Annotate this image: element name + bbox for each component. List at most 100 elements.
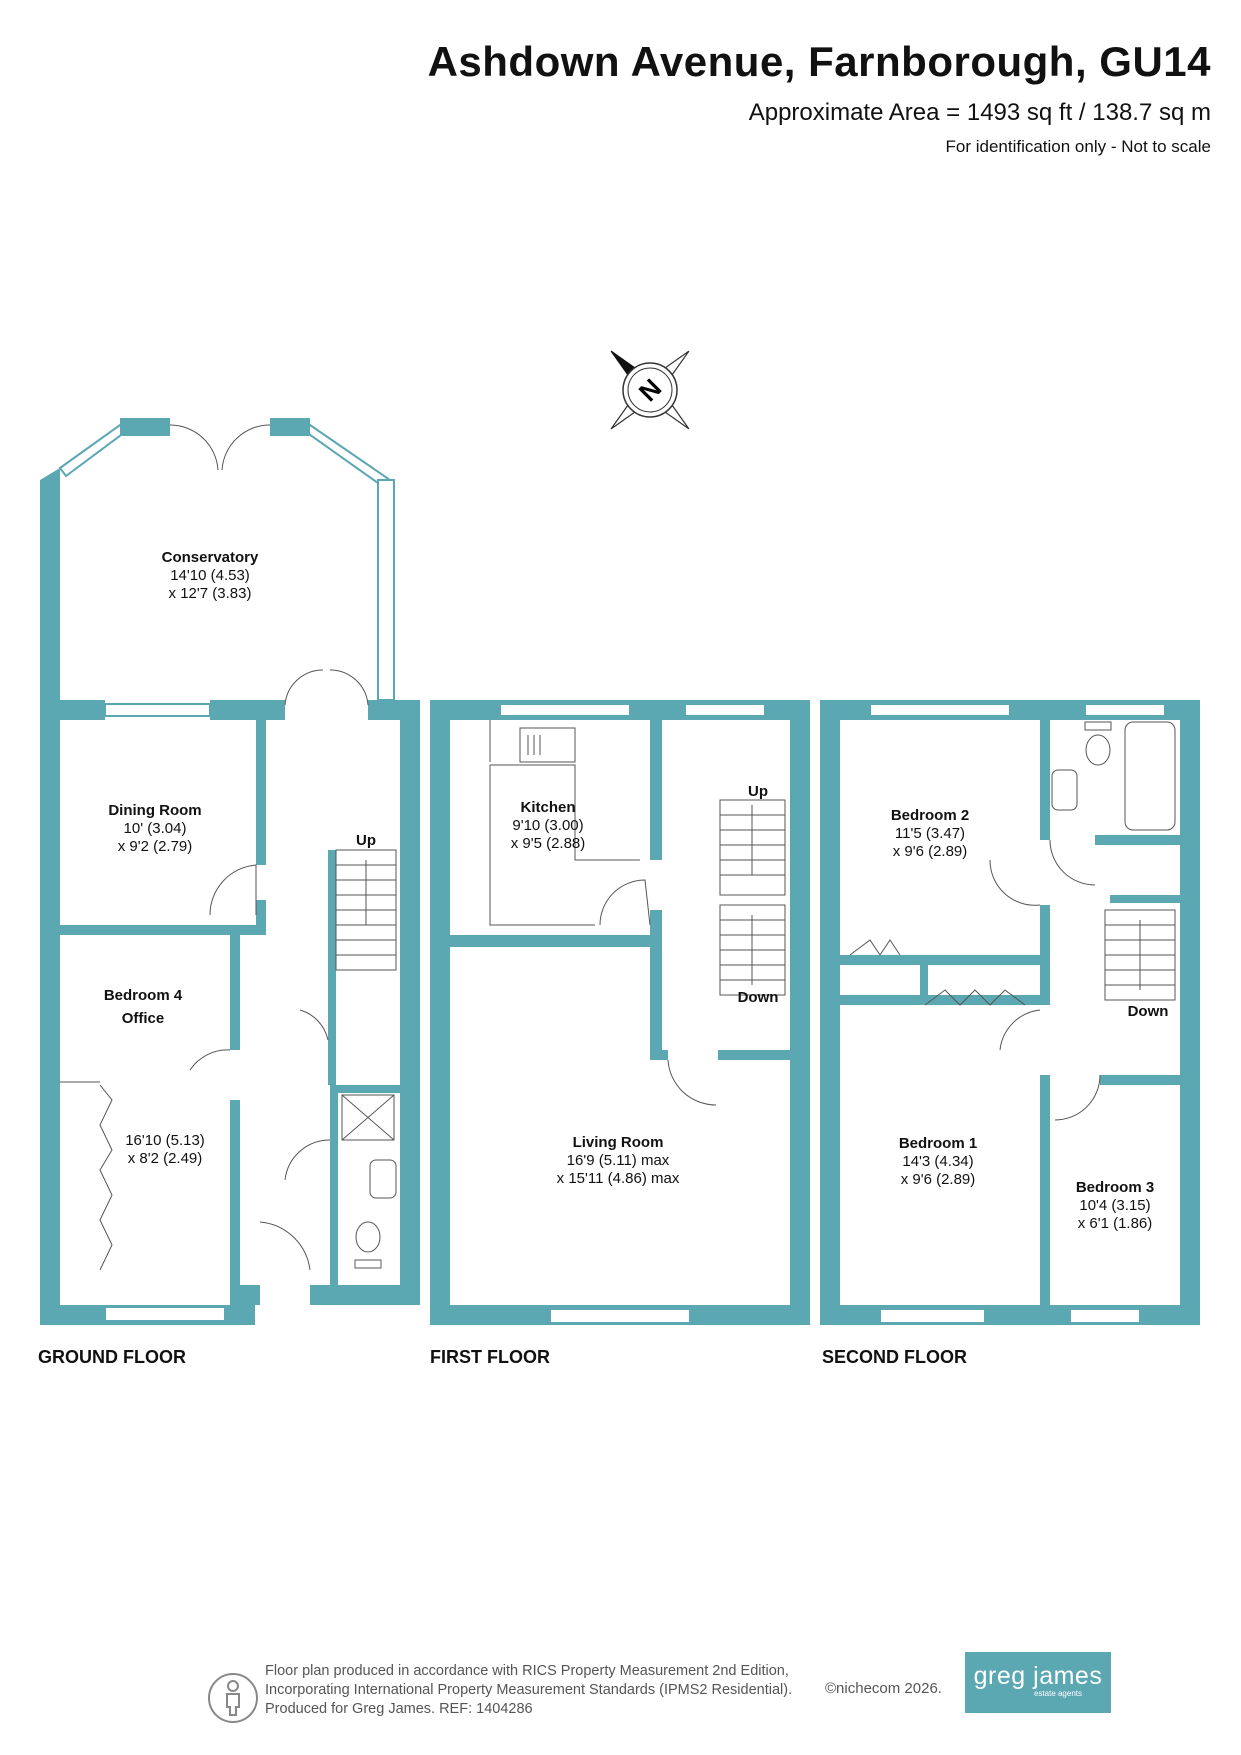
kitchen-right-wall — [650, 720, 662, 860]
room-dim2-conservatory: x 12'7 (3.83) — [169, 585, 252, 602]
landing-door-wall — [650, 1050, 668, 1060]
ground-floor-plan — [40, 418, 420, 1325]
landing-bottom-wall — [718, 1050, 790, 1060]
first-floor-fixtures — [489, 720, 786, 1106]
kitchen-window — [499, 703, 631, 717]
conservatory-left-wall — [40, 468, 60, 720]
wc-left-wall — [330, 1090, 338, 1290]
conservatory-glazing-right — [304, 423, 392, 490]
bathroom-door-swing — [1049, 839, 1096, 886]
bedroom2-door-swing — [989, 859, 1041, 906]
bathroom-basin — [1051, 769, 1078, 811]
living-window — [549, 1308, 691, 1324]
room-dim1-living: 16'9 (5.11) max — [567, 1152, 670, 1169]
wc-top-wall — [330, 1085, 400, 1093]
bedroom3-door-swing — [1054, 1074, 1101, 1121]
bedroom1-door-swing — [999, 1009, 1041, 1051]
footer-line-1: Floor plan produced in accordance with R… — [265, 1663, 789, 1679]
conservatory-back-wall-mid — [210, 700, 285, 720]
disclaimer-note: For identification only - Not to scale — [945, 137, 1211, 156]
room-dim1-dining: 10' (3.04) — [124, 820, 187, 837]
hall-double-door — [284, 669, 369, 706]
floor-label-second: SECOND FLOOR — [822, 1347, 968, 1367]
kitchen-sink-drainer — [527, 735, 541, 755]
dining-door-swing — [209, 864, 257, 916]
wc-toilet — [355, 1221, 381, 1253]
room-dim1-conservatory: 14'10 (4.53) — [170, 567, 250, 584]
conservatory-top-wall-left — [120, 418, 170, 436]
bathroom-toilet — [1085, 734, 1111, 766]
ground-right-wall — [400, 700, 420, 1305]
agent-logo-sub: estate agents — [1033, 1689, 1083, 1698]
dining-right-wall — [256, 720, 266, 865]
first-floor-plan — [430, 700, 810, 1325]
bedroom3-window — [1069, 1308, 1141, 1324]
room-dim2-bedroom2: x 9'6 (2.89) — [893, 843, 968, 860]
bathroom-left-wall — [1040, 720, 1050, 840]
room-dim2-bedroom4: x 8'2 (2.49) — [128, 1150, 203, 1167]
bedroom4-right-wall-top — [230, 935, 240, 1050]
landing-window — [684, 703, 766, 717]
room-name-bedroom3: Bedroom 3 — [1076, 1179, 1154, 1196]
dining-bottom-wall — [60, 925, 265, 935]
living-door-swing — [667, 1059, 717, 1106]
landing-bottom-wall-2 — [1100, 1075, 1180, 1085]
front-door-wall — [240, 1285, 260, 1305]
ground-left-wall — [40, 720, 60, 1325]
kitchen-sink — [519, 727, 576, 763]
room-dim2-dining: x 9'2 (2.79) — [118, 838, 193, 855]
second-left-wall — [820, 700, 840, 1325]
agent-logo: greg james estate agents — [965, 1652, 1111, 1713]
bedroom1-window — [879, 1308, 986, 1324]
second-floor-plan — [820, 700, 1200, 1325]
stair-label-first-down: Down — [738, 989, 779, 1006]
room-name-bedroom2: Bedroom 2 — [891, 807, 969, 824]
bedroom4-door-swing — [189, 1049, 231, 1071]
compass-icon: N — [610, 350, 690, 430]
room-name-bedroom4: Bedroom 4 — [104, 987, 183, 1004]
agent-logo-name: greg james — [973, 1662, 1103, 1690]
room-name-conservatory: Conservatory — [162, 549, 259, 566]
dining-window — [104, 703, 211, 717]
shower-tray — [341, 1094, 395, 1141]
ground-floor-fixtures — [60, 424, 397, 1271]
shower-cross-b — [341, 1094, 395, 1141]
kitchen-door-swing — [599, 879, 651, 926]
bath — [1124, 721, 1176, 831]
cupboard-doors — [849, 939, 901, 956]
bedroom1-top-wall — [840, 995, 1040, 1005]
room-name-dining: Dining Room — [108, 802, 201, 819]
bedroom4-window — [104, 1306, 226, 1322]
bedroom2-right-wall — [1040, 905, 1050, 1005]
conservatory-glazing-left — [58, 423, 127, 478]
floor-label-first: FIRST FLOOR — [430, 1347, 550, 1367]
cupboard-wall — [920, 965, 928, 1005]
room-dim2-kitchen: x 9'5 (2.88) — [511, 835, 586, 852]
conservatory-french-doors — [169, 424, 271, 471]
wardrobe-folding-doors — [99, 1084, 113, 1271]
room-labels: Conservatory 14'10 (4.53) x 12'7 (3.83) … — [104, 549, 1169, 1232]
wc-basin — [369, 1159, 397, 1199]
approximate-area: Approximate Area = 1493 sq ft / 138.7 sq… — [748, 99, 1211, 126]
room-dim2-bedroom1: x 9'6 (2.89) — [901, 1171, 976, 1188]
conservatory-back-wall-right — [368, 700, 400, 720]
bedroom2-bottom-wall — [840, 955, 1040, 965]
property-title: Ashdown Avenue, Farnborough, GU14 — [427, 38, 1211, 85]
conservatory-top-wall-right — [270, 418, 310, 436]
first-right-wall — [790, 700, 810, 1325]
bathroom-window — [1084, 703, 1166, 717]
first-left-wall — [430, 700, 450, 1325]
stair-door-swing — [299, 1009, 329, 1041]
room-dim1-bedroom3: 10'4 (3.15) — [1079, 1197, 1150, 1214]
second-right-wall — [1180, 700, 1200, 1325]
front-door-swing — [259, 1221, 311, 1271]
room-dim1-bedroom2: 11'5 (3.47) — [895, 825, 965, 842]
room-dim1-kitchen: 9'10 (3.00) — [512, 817, 583, 834]
kitchen-bottom-wall — [450, 935, 660, 947]
stair-left-wall — [328, 850, 336, 1085]
footer-text: Floor plan produced in accordance with R… — [265, 1662, 792, 1719]
wc-cistern — [354, 1259, 382, 1269]
footer-line-2: Incorporating International Property Mea… — [265, 1682, 793, 1698]
room-dim2-bedroom3: x 6'1 (1.86) — [1078, 1215, 1153, 1232]
